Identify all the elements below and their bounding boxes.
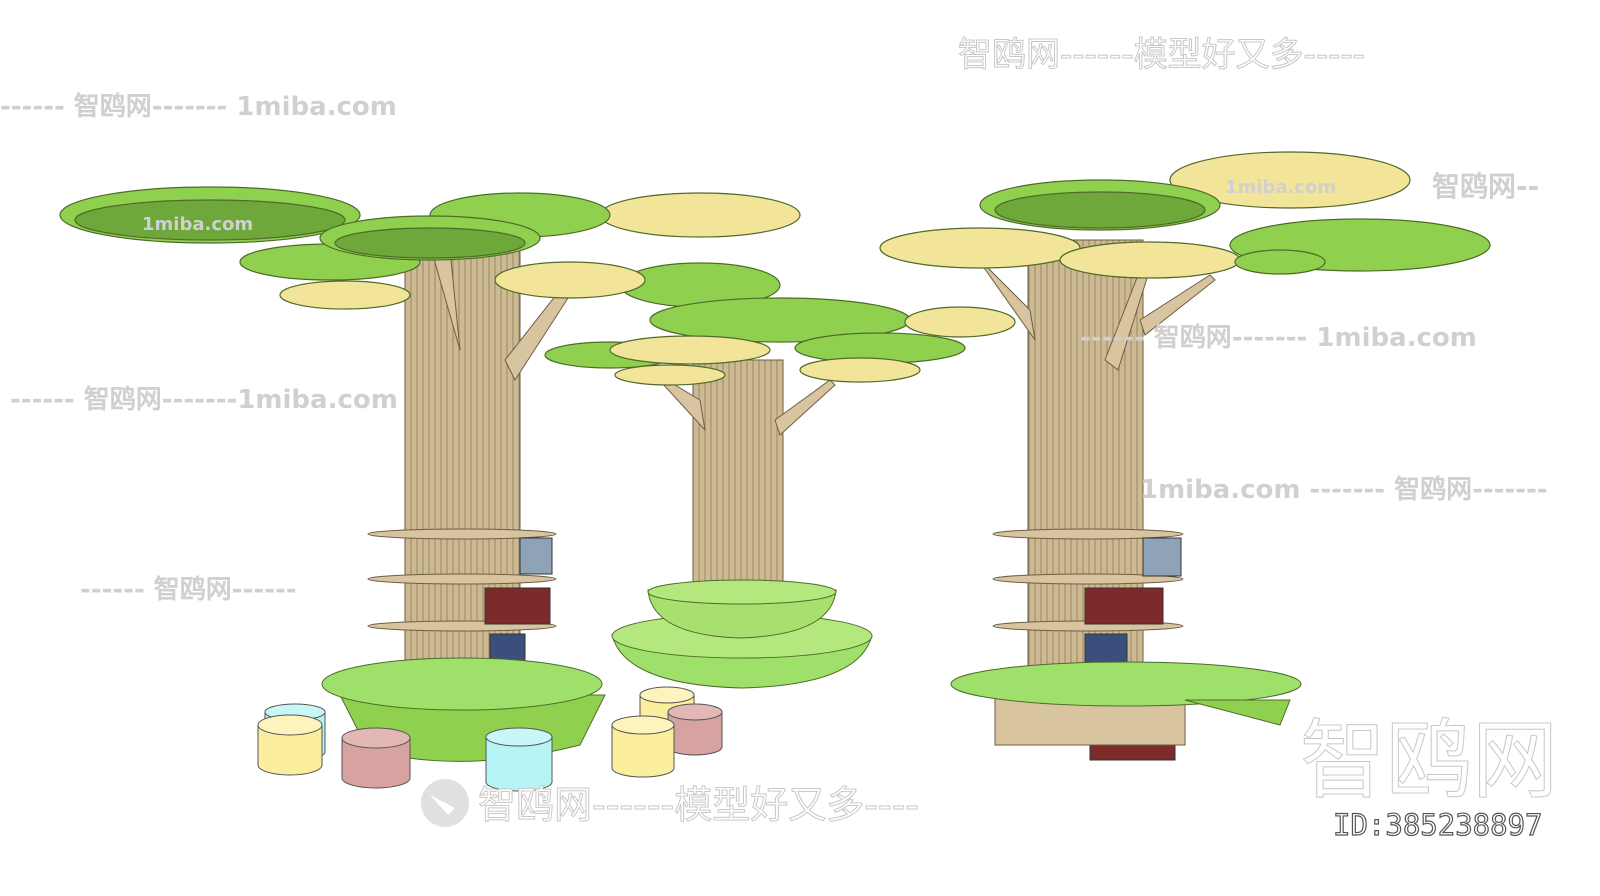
tree-seat-center xyxy=(544,297,1016,689)
watermark-line: ------ 智鸥网------- 1miba.com xyxy=(0,91,397,122)
watermark-domain: 1miba.com xyxy=(1225,177,1336,198)
watermark-line: 1miba.com ------- 智鸥网------- xyxy=(1140,474,1548,505)
canopy xyxy=(59,186,801,310)
watermark-line: ------ 智鸥网-------1miba.com xyxy=(10,384,398,415)
watermark-line: ------ 智鸥网------- 1miba.com xyxy=(1080,322,1477,353)
watermark-layer: 智鸥网------模型好又多----- ------ 智鸥网------- 1m… xyxy=(0,35,1548,606)
stools xyxy=(257,686,723,792)
watermark-domain: 1miba.com xyxy=(142,214,253,235)
shelves xyxy=(992,528,1184,632)
watermark-slogan-top: 智鸥网------模型好又多----- xyxy=(958,35,1365,75)
books xyxy=(484,537,553,673)
tree-bookshelf-right xyxy=(879,151,1491,761)
watermark-foreground: 智鸥网------模型好又多---- 1miba.com 1miba.com 智… xyxy=(142,177,1559,843)
tree-bookshelf-left xyxy=(59,186,801,792)
watermark-line: 智鸥网-- xyxy=(1432,170,1539,203)
model-id-label: ID:385238897 xyxy=(1333,808,1543,842)
watermark-slogan-bottom: 智鸥网------模型好又多---- xyxy=(478,783,919,827)
watermark-brand-large: 智鸥网 xyxy=(1300,711,1558,811)
watermark-line: ------ 智鸥网------ xyxy=(80,574,297,605)
canopy xyxy=(544,297,1016,386)
canopy xyxy=(879,151,1491,279)
